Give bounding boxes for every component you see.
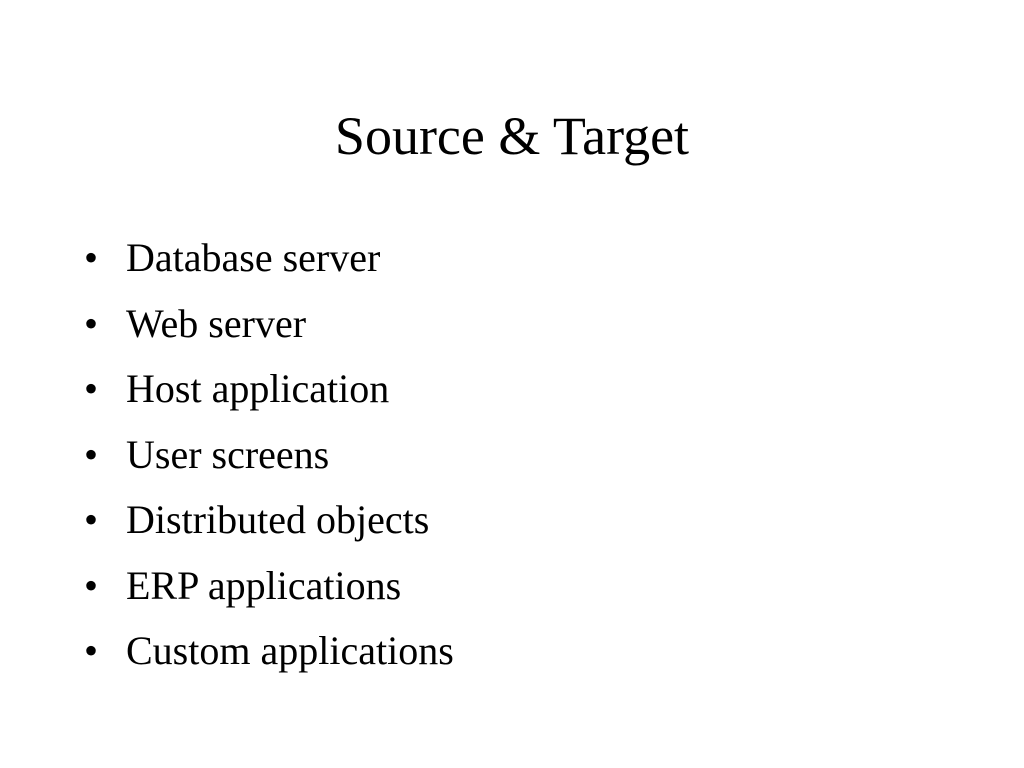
list-item: • Distributed objects <box>84 490 454 556</box>
list-item: • Host application <box>84 359 454 425</box>
list-item-text: Custom applications <box>126 628 454 673</box>
list-item-text: Web server <box>126 300 307 346</box>
list-item-text: Database server <box>126 235 381 280</box>
list-item-text: Distributed objects <box>126 497 430 542</box>
list-item-text: User screens <box>126 431 330 477</box>
bullet-list: • Database server • Web server • Host ap… <box>84 228 454 687</box>
list-item: • Database server <box>84 228 454 294</box>
list-item: • User screens <box>84 425 454 491</box>
bullet-icon: • <box>84 497 99 542</box>
list-item-text: Host application <box>126 366 390 411</box>
bullet-icon: • <box>84 300 99 346</box>
list-item: • ERP applications <box>84 556 454 622</box>
slide-title: Source & Target <box>334 106 690 166</box>
bullet-icon: • <box>84 235 99 280</box>
bullet-icon: • <box>84 628 99 673</box>
bullet-icon: • <box>84 431 99 477</box>
list-item: • Web server <box>84 294 454 360</box>
list-item-text: ERP applications <box>126 562 402 608</box>
bullet-icon: • <box>84 562 99 608</box>
list-item: • Custom applications <box>84 621 454 687</box>
bullet-icon: • <box>84 366 99 411</box>
